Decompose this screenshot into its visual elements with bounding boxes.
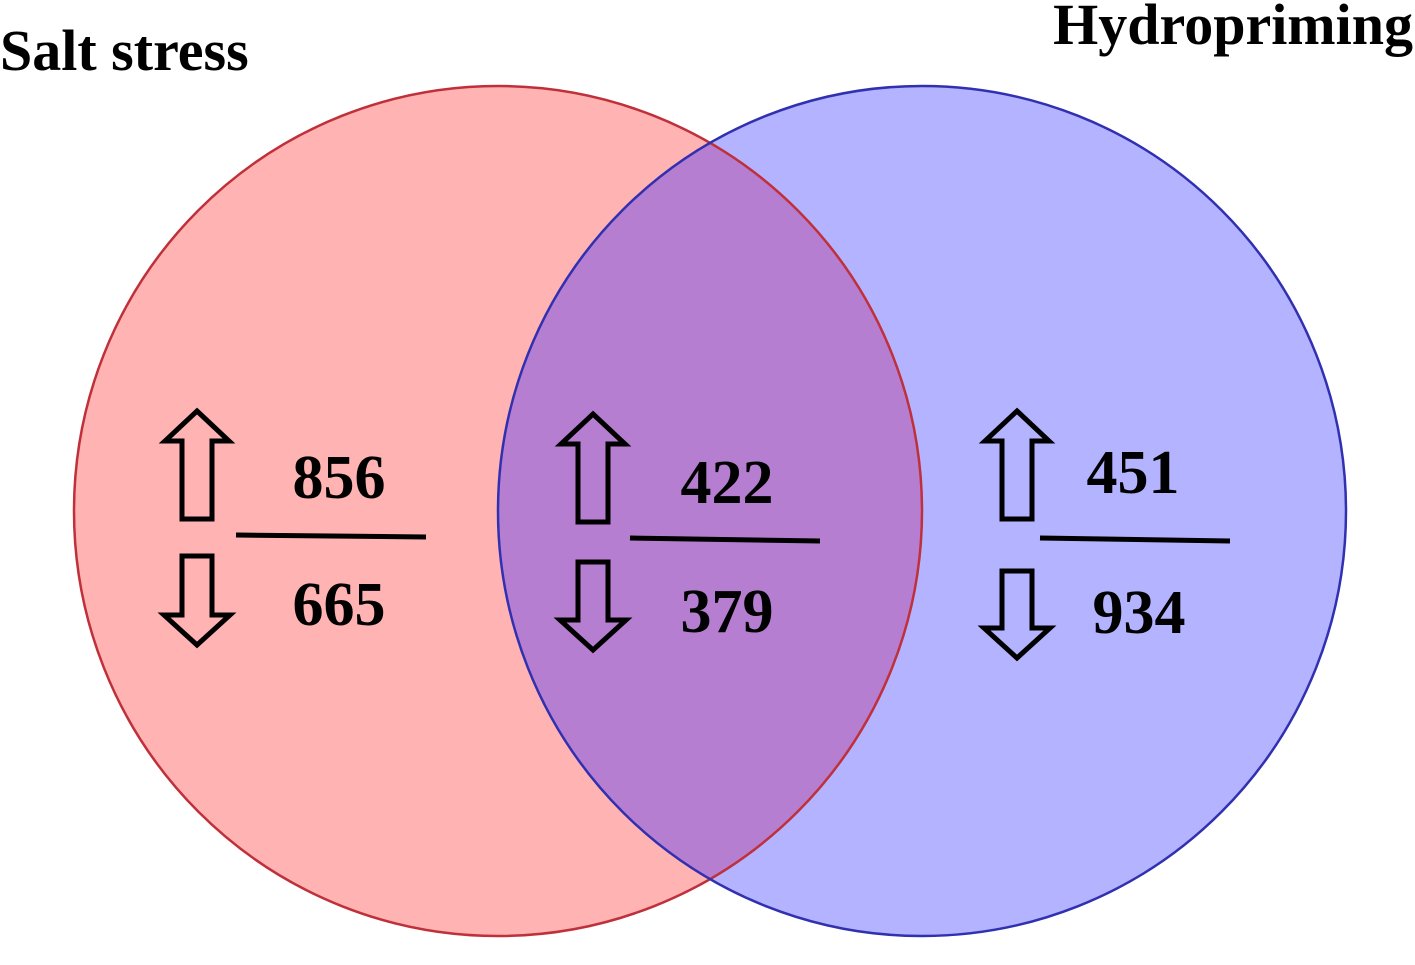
region-hydropriming-only: 451 934 (977, 407, 1231, 662)
fraction-line (235, 532, 427, 540)
region-salt-only: 856 665 (157, 407, 427, 649)
up-arrow-icon (554, 410, 632, 525)
up-arrow-icon (978, 407, 1056, 522)
fraction-line (1039, 535, 1231, 544)
up-count: 422 (681, 449, 774, 517)
set-label-hydropriming: Hydropriming (1053, 0, 1413, 57)
down-arrow-icon (977, 568, 1057, 662)
up-count: 856 (293, 444, 386, 512)
down-arrow-icon (553, 559, 633, 654)
down-count: 665 (293, 571, 386, 639)
set-label-salt-stress: Salt stress (0, 18, 249, 83)
overlap-region (498, 86, 922, 936)
salt-stress-outline (72, 84, 924, 938)
fraction-line (629, 535, 821, 544)
down-arrow-icon (157, 553, 237, 649)
hydropriming-outline (496, 84, 1348, 938)
up-count: 451 (1087, 439, 1180, 507)
down-count: 379 (681, 578, 774, 646)
region-both: 422 379 (553, 410, 821, 654)
up-arrow-icon (158, 407, 236, 522)
down-count: 934 (1093, 579, 1186, 647)
